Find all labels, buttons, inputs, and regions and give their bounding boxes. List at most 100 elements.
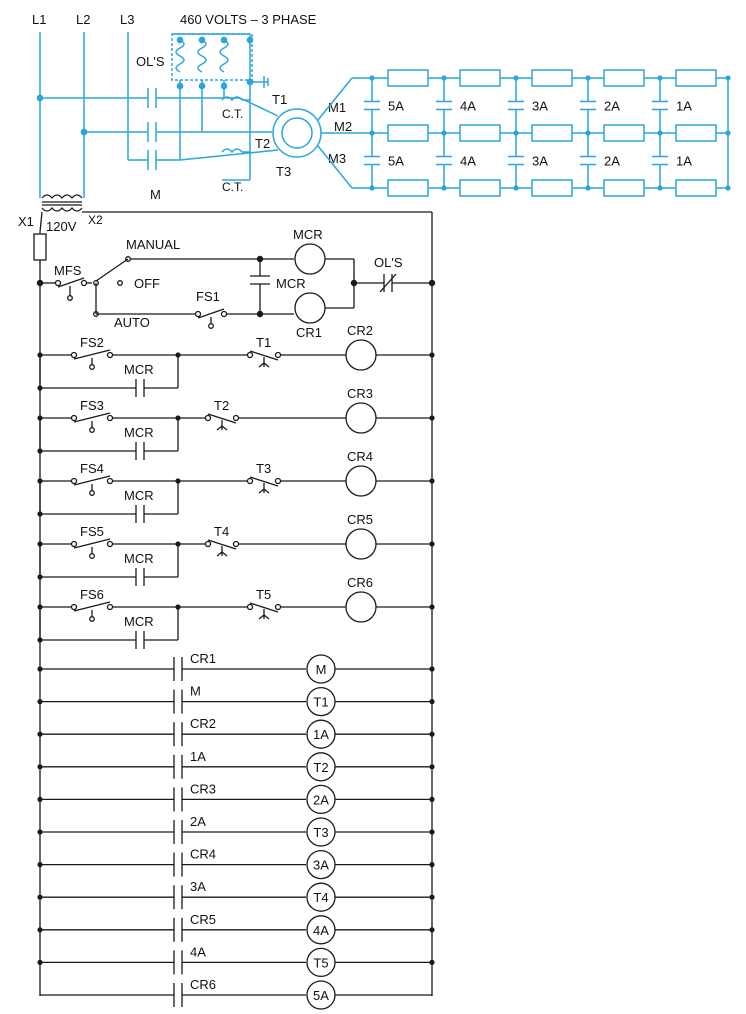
output-coil-label: M (316, 662, 327, 677)
control-transformer-primary (41, 194, 83, 200)
control-transformer-secondary (41, 206, 83, 212)
overload-label: OL'S (136, 54, 165, 69)
starter-label: M (150, 187, 161, 202)
ol-contact-label: OL'S (374, 255, 403, 270)
relay-coil-label: CR5 (347, 512, 373, 527)
output-contact-label: 4A (190, 944, 206, 959)
rung-master: MFS MANUAL OFF AUTO FS1 (36, 227, 436, 340)
output-contact-label: CR1 (190, 651, 216, 666)
tap-label-t2: T2 (255, 136, 270, 151)
float-switch-rungs: FS2MCRT1CR2FS3MCRT2CR3FS4MCRT3CR4FS5MCRT… (37, 323, 435, 649)
mcr-coil-label: MCR (293, 227, 323, 242)
mcr-contact-label: MCR (124, 362, 154, 377)
resistor (675, 69, 717, 87)
output-coil-label: 5A (313, 988, 329, 1003)
resistor (675, 179, 717, 197)
resistor (603, 179, 645, 197)
fs1-label: FS1 (196, 289, 220, 304)
float-switch-label: FS2 (80, 335, 104, 350)
step-contact-label-lower-3A: 3A (532, 154, 548, 169)
mcr-coil (294, 243, 326, 275)
auto-label: AUTO (114, 315, 150, 330)
timer-contact-label: T4 (214, 524, 229, 539)
control-fuse (33, 233, 47, 261)
off-label: OFF (134, 276, 160, 291)
line-label-l3: L3 (120, 12, 134, 27)
mcr-contact-label: MCR (124, 614, 154, 629)
relay-coil (345, 339, 377, 371)
overload-heater-2 (197, 39, 207, 73)
resistor (387, 124, 429, 142)
overload-heater-box (171, 33, 253, 81)
output-rung-t5: 4A T5 (37, 944, 435, 978)
output-rung-t1: MT1 (37, 684, 435, 717)
relay-coil (345, 402, 377, 434)
output-contact-label: 2A (190, 814, 206, 829)
resistor (387, 69, 429, 87)
output-coil-label: 3A (313, 858, 329, 873)
current-transformer-bottom (221, 148, 243, 154)
line-label-l1: L1 (32, 12, 46, 27)
step-contact-label-upper-1A: 1A (676, 99, 692, 114)
relay-coil-label: CR6 (347, 575, 373, 590)
relay-coil-label: CR2 (347, 323, 373, 338)
ct-label-bottom: C.T. (222, 180, 243, 194)
output-rungs: CR1MMT1CR21A1AT2CR32A2AT3CR43A3AT4CR54A4… (37, 651, 435, 1010)
starter-contacts (147, 88, 157, 170)
output-contact-label: CR5 (190, 912, 216, 927)
resistor (459, 179, 501, 197)
step-contact-label-lower-1A: 1A (676, 154, 692, 169)
step-contact-label-upper-3A: 3A (532, 99, 548, 114)
mcr-contact-label: MCR (124, 551, 154, 566)
output-rung-2a: CR3 2A (37, 781, 435, 815)
resistor (675, 124, 717, 142)
step-contact-label-lower-2A: 2A (604, 154, 620, 169)
relay-coil (345, 591, 377, 623)
timer-contact-label: T3 (256, 461, 271, 476)
supply-label: 460 VOLTS – 3 PHASE (180, 12, 317, 27)
cr1-coil-label: CR1 (296, 325, 322, 340)
resistor (603, 124, 645, 142)
mcr-contact-label: MCR (124, 488, 154, 503)
resistor (531, 179, 573, 197)
output-coil-label: T4 (313, 890, 328, 905)
ct-label-top: C.T. (222, 107, 243, 121)
timer-contact-label: T5 (256, 587, 271, 602)
mfs-label: MFS (54, 263, 82, 278)
transformer-voltage-label: 120V (46, 219, 77, 234)
float-switch-label: FS3 (80, 398, 104, 413)
output-coil-label: 2A (313, 792, 329, 807)
timer-contact-label: T2 (214, 398, 229, 413)
output-coil-label: 4A (313, 923, 329, 938)
float-switch-label: FS5 (80, 524, 104, 539)
output-coil-label: T5 (313, 955, 328, 970)
autotransformer-outer (272, 108, 322, 158)
output-coil-label: T3 (313, 825, 328, 840)
output-rung-t3: 2A T3 (37, 814, 435, 847)
control-circuit: X1 X2 120V MFS MANUAL OFF (18, 194, 436, 1010)
output-coil-label: T2 (313, 760, 328, 775)
relay-coil-label: CR4 (347, 449, 373, 464)
float-switch-label: FS4 (80, 461, 104, 476)
output-contact-label: CR4 (190, 847, 216, 862)
transformer-x1-label: X1 (18, 214, 34, 229)
float-switch-label: FS6 (80, 587, 104, 602)
step-contact-label-upper-5A: 5A (388, 99, 404, 114)
output-contact-label: M (190, 684, 201, 699)
output-contact-label: CR3 (190, 781, 216, 796)
resistor (531, 124, 573, 142)
cr1-coil (294, 292, 326, 324)
motor-lead-m3: M3 (328, 151, 346, 166)
current-transformer-top (221, 96, 243, 102)
output-coil-label: 1A (313, 727, 329, 742)
tap-label-t1: T1 (272, 92, 287, 107)
